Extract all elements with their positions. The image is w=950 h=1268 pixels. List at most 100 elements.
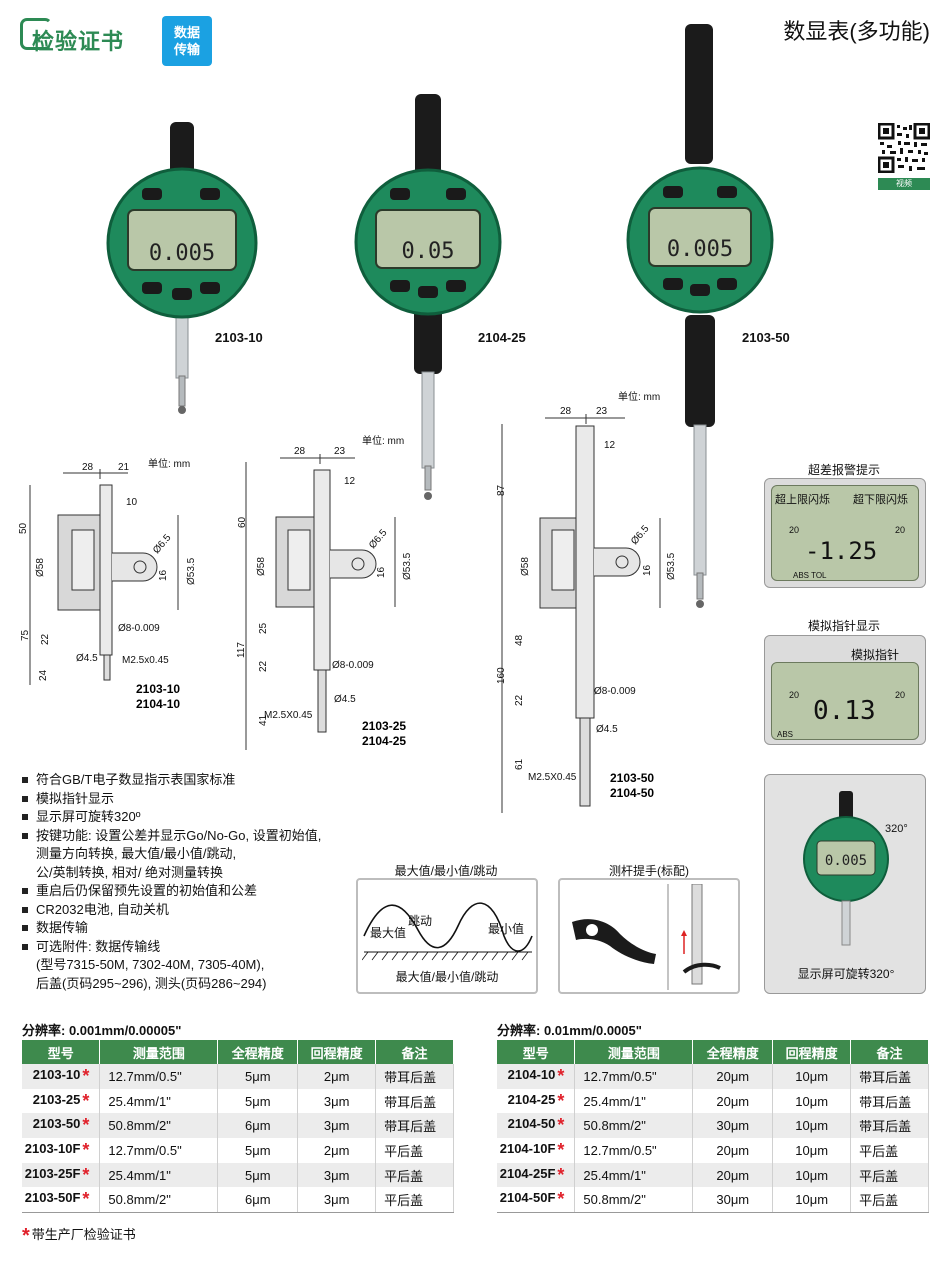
maxmin-title: 最大值/最小值/跳动 bbox=[394, 864, 498, 878]
remark-cell: 平后盖 bbox=[375, 1162, 454, 1188]
table-2-header: 测量范围 bbox=[574, 1040, 694, 1064]
data-badge-line1: 数据 bbox=[173, 25, 200, 40]
feature-item: 模拟指针显示 bbox=[22, 790, 352, 809]
range-cell: 50.8mm/2" bbox=[99, 1113, 219, 1139]
d3-thread: M2.5X0.45 bbox=[528, 772, 577, 783]
d2-dim-16: 16 bbox=[376, 566, 387, 578]
model-cell: 2104-50F* bbox=[497, 1187, 576, 1213]
range-cell: 25.4mm/1" bbox=[99, 1088, 219, 1114]
d3-dim-48: 48 bbox=[514, 634, 525, 646]
accuracy-cell: 30μm bbox=[692, 1187, 774, 1213]
gauge-3-reading: 0.005 bbox=[667, 237, 733, 262]
remark-cell: 平后盖 bbox=[375, 1187, 454, 1213]
star-icon: * bbox=[557, 1115, 565, 1136]
data-badge-line2: 传输 bbox=[173, 42, 200, 57]
model-number: 2103-25 bbox=[32, 1091, 81, 1107]
feature-item: 重启后仍保留预先设置的初始值和公差 bbox=[22, 882, 352, 901]
d1-thread: M2.5x0.45 bbox=[122, 655, 169, 666]
maxmin-max-label: 最大值 bbox=[370, 926, 407, 940]
model-number: 2103-50 bbox=[32, 1116, 81, 1132]
star-icon: * bbox=[557, 1164, 565, 1185]
table-2-header: 型号 bbox=[497, 1040, 576, 1064]
hysteresis-cell: 2μm bbox=[297, 1064, 377, 1089]
alarm-lcd bbox=[771, 485, 919, 581]
certificate-logo-text: 检验证书 bbox=[32, 29, 125, 54]
alarm-scale-right: 20 bbox=[895, 525, 906, 535]
model-cell: 2104-50* bbox=[497, 1113, 576, 1139]
gauge-2104-25: 0.05 bbox=[354, 94, 502, 500]
spec-table-2: 型号 测量范围 全程精度 回程精度 备注 2104-10*12.7mm/0.5"… bbox=[497, 1040, 929, 1213]
d2-dim-25: 25 bbox=[258, 622, 269, 634]
d2-model-1: 2103-25 bbox=[362, 719, 406, 733]
table-1-resolution: 分辨率: 0.001mm/0.00005" bbox=[22, 1023, 182, 1038]
d3-dim-61: 61 bbox=[514, 758, 525, 770]
range-cell: 12.7mm/0.5" bbox=[574, 1138, 694, 1163]
accuracy-cell: 5μm bbox=[217, 1088, 299, 1114]
alarm-panel-title: 超差报警提示 bbox=[807, 463, 880, 477]
remark-cell: 带耳后盖 bbox=[375, 1064, 454, 1089]
d1-dia-45: Ø4.5 bbox=[76, 653, 98, 664]
feature-item-continued: 测量方向转换, 最大值/最小值/跳动, bbox=[36, 846, 237, 861]
d2-width-1: 28 bbox=[294, 446, 306, 457]
d2-dim-41: 41 bbox=[258, 714, 269, 726]
model-cell: 2104-10F* bbox=[497, 1138, 576, 1163]
analog-reading: 0.13 bbox=[813, 696, 876, 726]
feature-item: 数据传输 bbox=[22, 919, 352, 938]
hysteresis-cell: 2μm bbox=[297, 1138, 377, 1163]
lifter-illustration bbox=[572, 884, 721, 990]
range-cell: 50.8mm/2" bbox=[574, 1113, 694, 1139]
gauge-3-model: 2103-50 bbox=[742, 330, 790, 345]
table-2-header: 全程精度 bbox=[692, 1040, 774, 1064]
drawing-2103-10: 28 21 单位: mm 10 50 Ø58 Ø6.5 16 Ø53.5 75 … bbox=[18, 457, 197, 711]
lifter-title: 测杆提手(标配) bbox=[609, 864, 689, 878]
d1-dim-22: 22 bbox=[40, 633, 51, 645]
feature-item: 按键功能: 设置公差并显示Go/No-Go, 设置初始值, bbox=[22, 827, 352, 846]
d3-model-1: 2103-50 bbox=[610, 771, 654, 785]
d3-model-2: 2104-50 bbox=[610, 786, 654, 800]
model-cell: 2103-50* bbox=[22, 1113, 101, 1139]
maxmin-panel: 跳动 最大值 最小值 最大值/最小值/跳动 bbox=[356, 878, 538, 994]
feature-item-continued: 公/英制转换, 相对/ 绝对测量转换 bbox=[36, 864, 224, 880]
model-number: 2103-10 bbox=[32, 1066, 81, 1082]
alarm-lower-label: 超下限闪烁 bbox=[853, 494, 908, 506]
d1-unit: 单位: mm bbox=[148, 457, 190, 470]
d3-dia-535: Ø53.5 bbox=[666, 552, 677, 580]
certificate-logo-frame bbox=[20, 18, 52, 50]
hysteresis-cell: 10μm bbox=[772, 1138, 852, 1163]
d3-dim-16: 16 bbox=[642, 564, 653, 576]
d2-thread: M2.5X0.45 bbox=[264, 710, 313, 721]
feature-item: 显示屏可旋转320º bbox=[22, 808, 352, 827]
data-transfer-badge: 数据 传输 bbox=[162, 16, 212, 66]
d3-dia-8: Ø8-0.009 bbox=[594, 686, 636, 697]
hysteresis-cell: 10μm bbox=[772, 1088, 852, 1114]
model-number: 2104-50F bbox=[499, 1190, 556, 1206]
remark-cell: 带耳后盖 bbox=[850, 1064, 929, 1089]
range-cell: 50.8mm/2" bbox=[99, 1187, 219, 1213]
table-1-header: 全程精度 bbox=[217, 1040, 299, 1064]
model-number: 2104-10 bbox=[507, 1066, 556, 1082]
star-icon: * bbox=[82, 1164, 90, 1185]
d3-dia-58: Ø58 bbox=[520, 557, 531, 576]
alarm-scale-left: 20 bbox=[789, 525, 800, 535]
d3-width-2: 23 bbox=[596, 406, 608, 417]
hysteresis-cell: 10μm bbox=[772, 1187, 852, 1213]
d2-width-2: 23 bbox=[334, 446, 346, 457]
d1-model-2: 2104-10 bbox=[136, 697, 180, 711]
star-icon: * bbox=[557, 1139, 565, 1160]
model-cell: 2103-10F* bbox=[22, 1138, 101, 1163]
model-number: 2104-25F bbox=[499, 1165, 556, 1181]
range-cell: 50.8mm/2" bbox=[574, 1187, 694, 1213]
rotate-gauge-icon: 0.005 bbox=[803, 791, 889, 946]
d2-dia-65: Ø6.5 bbox=[367, 527, 390, 551]
feature-item-continued: (型号7315-50M, 7302-40M, 7305-40M), bbox=[36, 957, 265, 972]
model-number: 2103-25F bbox=[24, 1165, 81, 1181]
page-title: 数显表(多功能) bbox=[783, 19, 930, 44]
video-qr-code[interactable]: 视频 bbox=[877, 122, 931, 190]
accuracy-cell: 6μm bbox=[217, 1187, 299, 1213]
feature-item: CR2032电池, 自动关机 bbox=[22, 901, 352, 920]
